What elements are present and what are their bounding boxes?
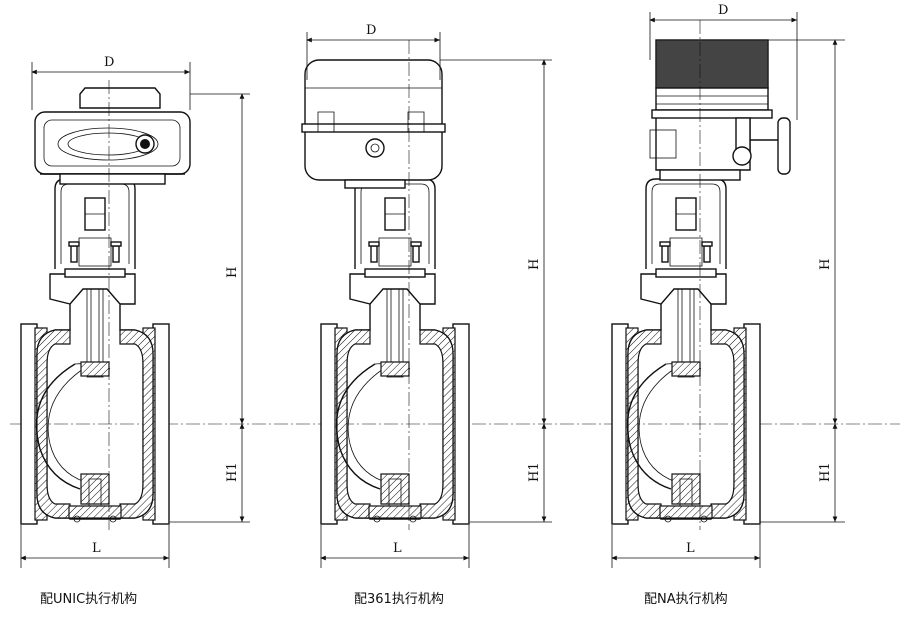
dim-d-label: D — [104, 55, 114, 70]
dim-h1-label: H1 — [818, 462, 833, 482]
dim-h-label: H — [225, 267, 240, 278]
dim-d-label: D — [718, 3, 728, 18]
dim-h-label: H — [818, 259, 833, 270]
dim-h1-label: H1 — [527, 462, 542, 482]
361-actuator — [301, 59, 446, 189]
dim-d-label: D — [366, 23, 376, 38]
dim-l-label: L — [92, 541, 101, 556]
dim-h1-label: H1 — [225, 462, 240, 482]
dim-l-label: L — [686, 541, 695, 556]
caption-361: 配361执行机构 — [354, 592, 444, 607]
drawing-na: D H H1 L — [611, 3, 845, 568]
dim-l-label: L — [393, 541, 402, 556]
na-actuator — [649, 39, 791, 181]
caption-unic: 配UNIC执行机构 — [40, 592, 138, 607]
unic-actuator — [34, 87, 191, 185]
dim-h-label: H — [527, 259, 542, 270]
drawing-361: D H H1 L — [301, 23, 552, 568]
caption-na: 配NA执行机构 — [644, 592, 728, 607]
valve-body-na — [611, 178, 761, 525]
drawing-unic: D H H1 L — [10, 55, 900, 568]
valve-body-361 — [320, 178, 470, 525]
valve-body-unic — [20, 178, 170, 525]
